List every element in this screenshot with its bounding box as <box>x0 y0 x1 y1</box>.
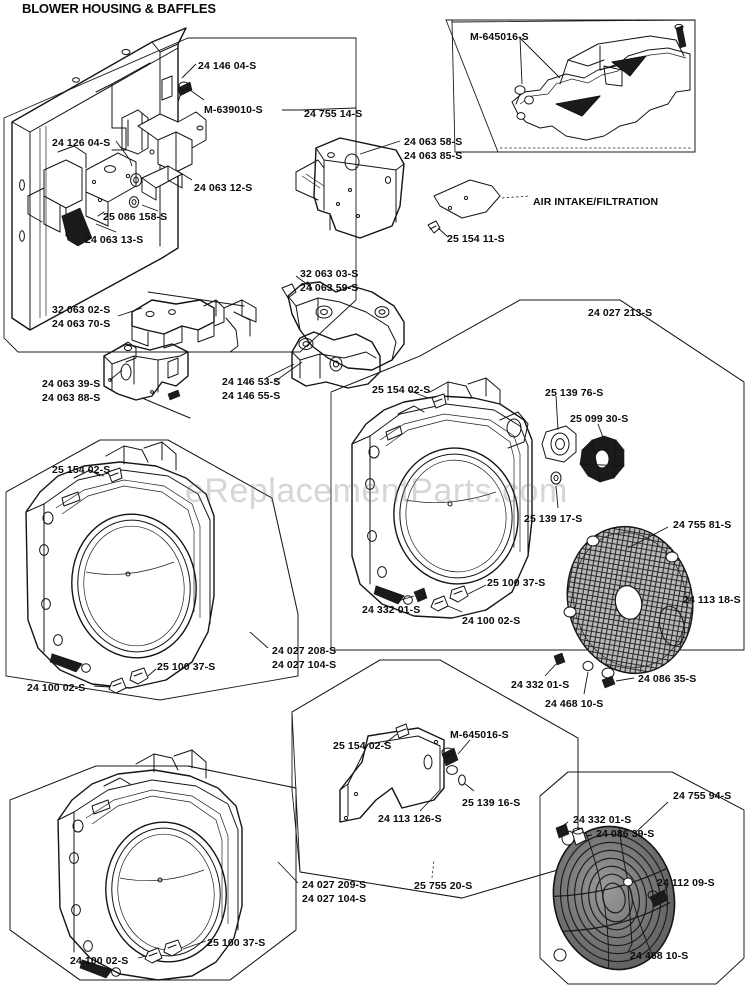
part-number-label[interactable]: 24 332 01-S <box>511 679 570 691</box>
part-number-label[interactable]: 24 086 35-S <box>638 673 697 685</box>
part-number-label[interactable]: 24 100 02-S <box>70 955 129 967</box>
part-number-label[interactable]: 24 126 04-S <box>52 137 111 149</box>
part-number-label[interactable]: M-645016-S <box>470 31 529 43</box>
part-number-label[interactable]: 24 027 209-S <box>302 879 367 891</box>
part-number-label[interactable]: 24 027 213-S <box>588 307 653 319</box>
part-number-label[interactable]: 24 063 85-S <box>404 150 463 162</box>
part-number-label[interactable]: 24 063 13-S <box>85 234 144 246</box>
part-number-label[interactable]: 24 146 53-S <box>222 376 281 388</box>
part-number-label[interactable]: 24 113 126-S <box>378 813 442 825</box>
part-number-label[interactable]: M-645016-S <box>450 729 509 741</box>
part-number-label[interactable]: 25 100 37-S <box>207 937 266 949</box>
part-number-label[interactable]: 25 086 158-S <box>103 211 168 223</box>
part-number-label[interactable]: 24 027 104-S <box>272 659 337 671</box>
part-number-label[interactable]: 24 755 14-S <box>304 108 363 120</box>
part-number-label[interactable]: 25 755 20-S <box>414 880 473 892</box>
part-number-label[interactable]: 24 146 55-S <box>222 390 281 402</box>
part-number-label[interactable]: 25 099 30-S <box>570 413 629 425</box>
part-number-label[interactable]: 25 139 16-S <box>462 797 521 809</box>
part-number-label[interactable]: 25 154 02-S <box>372 384 431 396</box>
part-number-label[interactable]: 25 100 37-S <box>487 577 546 589</box>
part-number-label[interactable]: M-639010-S <box>204 104 263 116</box>
part-number-label[interactable]: 32 063 02-S <box>52 304 111 316</box>
part-number-label[interactable]: 24 100 02-S <box>462 615 521 627</box>
part-number-label[interactable]: 24 468 10-S <box>545 698 604 710</box>
part-number-label[interactable]: 24 063 70-S <box>52 318 111 330</box>
part-number-label[interactable]: 24 063 59-S <box>300 282 359 294</box>
part-number-label[interactable]: 25 154 02-S <box>52 464 111 476</box>
part-number-label[interactable]: 25 139 17-S <box>524 513 583 525</box>
part-number-label[interactable]: 24 113 18-S <box>683 594 741 606</box>
part-number-label[interactable]: 24 755 81-S <box>673 519 732 531</box>
part-number-label[interactable]: 24 100 02-S <box>27 682 86 694</box>
part-number-label[interactable]: 24 063 12-S <box>194 182 253 194</box>
part-number-label[interactable]: 24 063 88-S <box>42 392 101 404</box>
part-number-label[interactable]: 24 027 208-S <box>272 645 337 657</box>
part-number-label[interactable]: 24 063 39-S <box>42 378 101 390</box>
part-number-label[interactable]: 24 027 104-S <box>302 893 367 905</box>
part-number-label[interactable]: 24 063 58-S <box>404 136 463 148</box>
part-number-label[interactable]: 24 146 04-S <box>198 60 257 72</box>
part-number-label[interactable]: 25 154 11-S <box>447 233 505 245</box>
part-number-label[interactable]: 24 112 09-S <box>657 877 715 889</box>
part-number-label[interactable]: 25 100 37-S <box>157 661 216 673</box>
part-number-label[interactable]: 24 468 10-S <box>630 950 689 962</box>
part-number-label[interactable]: 24 755 94-S <box>673 790 732 802</box>
part-number-label[interactable]: 25 154 02-S <box>333 740 392 752</box>
part-number-label[interactable]: 24 332 01-S <box>573 814 632 826</box>
part-number-label[interactable]: 24 086 39-S <box>596 828 655 840</box>
page-title: BLOWER HOUSING & BAFFLES <box>22 1 216 16</box>
part-number-label[interactable]: AIR INTAKE/FILTRATION <box>533 196 659 208</box>
part-number-label[interactable]: 32 063 03-S <box>300 268 359 280</box>
part-number-label[interactable]: 25 139 76-S <box>545 387 604 399</box>
part-number-label[interactable]: 24 332 01-S <box>362 604 421 616</box>
